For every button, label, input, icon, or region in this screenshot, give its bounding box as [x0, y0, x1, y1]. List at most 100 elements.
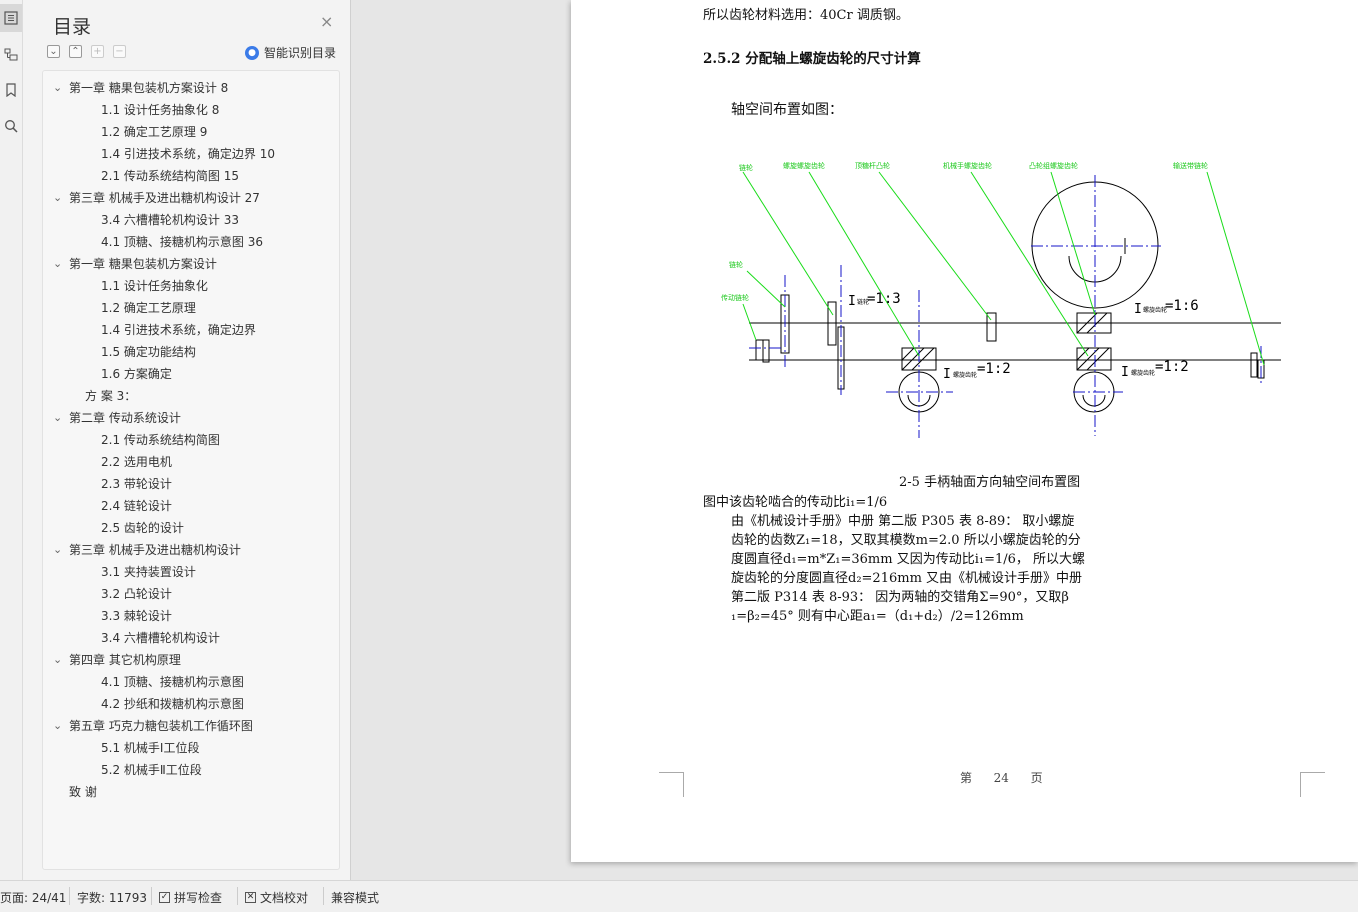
ratio-sub: 螺旋齿轮	[1143, 306, 1167, 314]
toc-item-label: 1.5 确定功能结构	[101, 345, 196, 359]
close-icon[interactable]: ×	[320, 12, 334, 31]
add-entry-icon[interactable]: +	[91, 45, 104, 58]
toc-item-label: 3.1 夹持装置设计	[101, 565, 196, 579]
status-bar: 页面: 24/41 字数: 11793 ✓ 拼写检查 ✕ 文档校对 兼容模式	[0, 880, 1358, 912]
toc-chapter-item[interactable]: ⌄第一章 糖果包装机方案设计	[43, 253, 339, 275]
outline-icon[interactable]	[0, 40, 22, 68]
toc-section-item[interactable]: 3.2 凸轮设计	[43, 583, 339, 605]
expand-all-icon[interactable]: ⌃	[69, 45, 82, 58]
doc-paragraph: 轴空间布置如图：	[731, 102, 843, 118]
toc-list: ⌄ 第一章 糖果包装机方案设计 8 1.1 设计任务抽象化 8 1.2 确定工艺原理 …	[42, 70, 340, 870]
search-icon[interactable]	[0, 112, 22, 140]
toc-item-label: 5.2 机械手Ⅱ工位段	[101, 763, 202, 777]
toc-section-item[interactable]: 2.1 传动系统结构简图 15	[43, 165, 339, 187]
figure-label: 链轮	[739, 163, 753, 172]
toc-section-item[interactable]: 5.2 机械手Ⅱ工位段	[43, 759, 339, 781]
toc-section-item[interactable]: 1.4 引进技术系统，确定边界	[43, 319, 339, 341]
toc-item-label: 4.1 顶糖、接糖机构示意图	[101, 675, 244, 689]
figure-label: 顶糖杆凸轮	[855, 161, 890, 170]
footer-page-number: 24	[993, 771, 1009, 785]
compat-mode: 兼容模式	[331, 891, 380, 905]
toc-section-item[interactable]: 1.2 确定工艺原理	[43, 297, 339, 319]
ratio-main: I	[1134, 302, 1142, 317]
collapse-all-icon[interactable]: ⌄	[47, 45, 60, 58]
toc-section-item[interactable]: 1.5 确定功能结构	[43, 341, 339, 363]
ratio-sub: 螺旋齿轮	[953, 371, 977, 379]
toc-section-item[interactable]: 4.2 抄纸和拨糖机构示意图	[43, 693, 339, 715]
chevron-down-icon[interactable]: ⌄	[53, 543, 63, 556]
toc-title: 目录	[53, 16, 92, 38]
page-corner-mark	[659, 772, 684, 797]
toc-section-item[interactable]: 4.1 顶糖、接糖机构示意图 36	[43, 231, 339, 253]
toc-section-item[interactable]: 2.4 链轮设计	[43, 495, 339, 517]
remove-entry-icon[interactable]: −	[113, 45, 126, 58]
document-page[interactable]: 所以齿轮材料选用：40Cr 调质钢。 2.5.2 分配轴上螺旋齿轮的尺寸计算 轴…	[571, 0, 1358, 862]
toc-section-item[interactable]: 4.1 顶糖、接糖机构示意图	[43, 671, 339, 693]
toc-icon[interactable]	[0, 4, 22, 32]
toc-section-item[interactable]: 2.2 选用电机	[43, 451, 339, 473]
toc-section-item[interactable]: 5.1 机械手Ⅰ工位段	[43, 737, 339, 759]
toc-section-item[interactable]: 2.5 齿轮的设计	[43, 517, 339, 539]
toc-item-label: 第五章 巧克力糖包装机工作循环图	[69, 719, 253, 733]
toc-item-label: 3.3 棘轮设计	[101, 609, 172, 623]
toc-chapter-item[interactable]: ⌄ 第五章 巧克力糖包装机工作循环图	[43, 715, 339, 737]
toc-item-label: 3.4 六槽槽轮机构设计 33	[101, 213, 239, 227]
toc-item-label: 第四章 其它机构原理	[69, 653, 181, 667]
chevron-down-icon[interactable]: ⌄	[53, 191, 63, 204]
toc-item-label: 4.2 抄纸和拨糖机构示意图	[101, 697, 244, 711]
doc-paragraph-line: ₁=β₂=45° 则有中心距a₁=（d₁+d₂）/2=126mm	[731, 609, 1024, 624]
ratio-sub: 链轮	[857, 298, 869, 306]
bookmark-icon[interactable]	[0, 76, 22, 104]
proofread-button[interactable]: ✕ 文档校对	[245, 889, 308, 906]
spell-check-button[interactable]: ✓ 拼写检查	[159, 889, 222, 906]
toc-section-item[interactable]: 1.2 确定工艺原理 9	[43, 121, 339, 143]
doc-paragraph-line: 第二版 P314 表 8-93： 因为两轴的交错角Σ=90°，又取β	[731, 590, 1069, 605]
toc-section-item[interactable]: 3.3 棘轮设计	[43, 605, 339, 627]
page-indicator[interactable]: 页面: 24/41	[0, 891, 67, 905]
toc-item-label: 5.1 机械手Ⅰ工位段	[101, 741, 200, 755]
word-count[interactable]: 字数: 11793	[77, 891, 148, 905]
toc-section-item[interactable]: 方 案 3：	[43, 385, 339, 407]
page-corner-mark	[1300, 772, 1325, 797]
figure-label: 传动链轮	[721, 293, 749, 302]
toc-section-item[interactable]: 3.4 六槽槽轮机构设计	[43, 627, 339, 649]
toc-item-label: 第三章 机械手及进出糖机构设计	[69, 543, 241, 557]
toc-item-label: 1.2 确定工艺原理 9	[101, 125, 208, 139]
toc-item-label: 2.2 选用电机	[101, 455, 172, 469]
toc-chapter-item[interactable]: ⌄第三章 机械手及进出糖机构设计 27	[43, 187, 339, 209]
toc-item-label: 2.1 传动系统结构简图	[101, 433, 220, 447]
toc-chapter-item[interactable]: ⌄第二章 传动系统设计	[43, 407, 339, 429]
figure-label: 机械手螺旋齿轮	[943, 161, 992, 170]
chevron-down-icon[interactable]: ⌄	[53, 411, 63, 424]
footer-prefix: 第	[960, 771, 973, 785]
toc-section-item[interactable]: 1.1 设计任务抽象化	[43, 275, 339, 297]
proofread-x-icon: ✕	[245, 892, 256, 903]
ratio-value: =1:6	[1165, 298, 1199, 314]
toc-section-item[interactable]: 2.3 带轮设计	[43, 473, 339, 495]
toc-section-item[interactable]: 3.4 六槽槽轮机构设计 33	[43, 209, 339, 231]
toc-item-label: 1.1 设计任务抽象化 8	[101, 103, 220, 117]
toc-section-item[interactable]: 1.1 设计任务抽象化 8	[43, 99, 339, 121]
toc-item-label: 1.6 方案确定	[101, 367, 172, 381]
chevron-down-icon[interactable]: ⌄	[53, 653, 63, 666]
page-footer: 第 24 页	[960, 769, 1043, 788]
toc-section-item[interactable]: 3.1 夹持装置设计	[43, 561, 339, 583]
doc-paragraph: 所以齿轮材料选用：40Cr 调质钢。	[703, 8, 909, 23]
smart-recognize-icon: ●	[245, 45, 259, 60]
chevron-down-icon[interactable]: ⌄	[53, 81, 63, 94]
smart-toc-button[interactable]: ● 智能识别目录	[245, 44, 336, 61]
toc-item-label: 1.4 引进技术系统，确定边界 10	[101, 147, 275, 161]
toc-section-item[interactable]: 2.1 传动系统结构简图	[43, 429, 339, 451]
toc-chapter-item[interactable]: ⌄ 第三章 机械手及进出糖机构设计	[43, 539, 339, 561]
toc-item-label: 2.1 传动系统结构简图 15	[101, 169, 239, 183]
chevron-down-icon[interactable]: ⌄	[53, 257, 63, 270]
toc-item-label: 第一章 糖果包装机方案设计 8	[69, 81, 229, 95]
toc-chapter-item[interactable]: 致 谢	[43, 781, 339, 803]
toc-chapter-item[interactable]: ⌄ 第四章 其它机构原理	[43, 649, 339, 671]
toc-section-item[interactable]: 1.4 引进技术系统，确定边界 10	[43, 143, 339, 165]
chevron-down-icon[interactable]: ⌄	[53, 719, 63, 732]
ratio-value: =1:2	[977, 361, 1011, 377]
toc-item-label: 1.1 设计任务抽象化	[101, 279, 208, 293]
toc-section-item[interactable]: 1.6 方案确定	[43, 363, 339, 385]
toc-chapter-item[interactable]: ⌄ 第一章 糖果包装机方案设计 8	[43, 77, 339, 99]
